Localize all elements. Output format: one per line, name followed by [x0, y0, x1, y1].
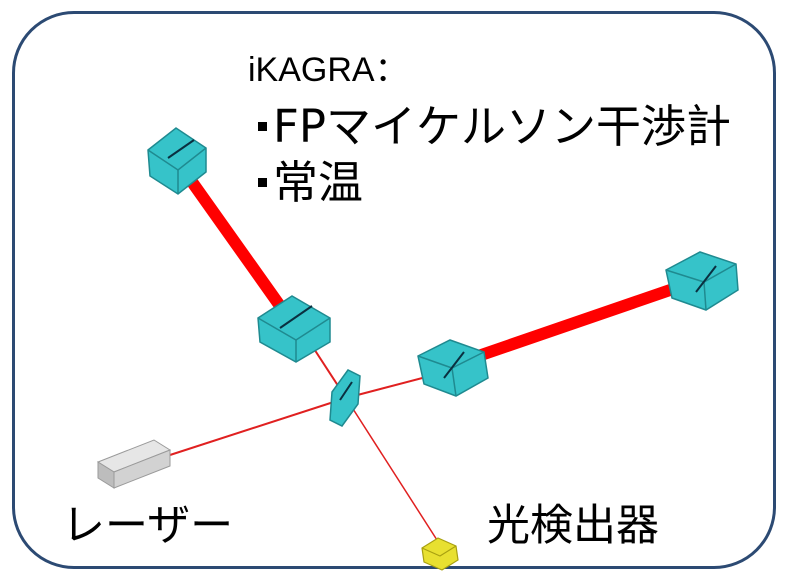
laser-source — [96, 439, 172, 489]
feature-item-temperature: 常温 — [258, 160, 363, 205]
north-far-mirror — [147, 127, 207, 195]
east-near-mirror — [417, 339, 489, 397]
east-input-beam — [345, 375, 431, 399]
bullet-icon — [258, 177, 267, 187]
feature-item-interferometer: FPマイケルソン干渉計 — [258, 104, 731, 149]
detector-beam — [345, 397, 438, 541]
beam-splitter — [329, 369, 361, 427]
bullet-icon — [258, 121, 267, 131]
detector-label: 光検出器 — [487, 501, 659, 551]
east-far-mirror — [665, 251, 739, 311]
north-arm-beam — [174, 159, 296, 326]
laser-label: レーザー — [62, 501, 234, 551]
feature-text: 常温 — [273, 156, 364, 209]
laser-beam — [169, 397, 347, 456]
title: iKAGRA： — [248, 51, 409, 89]
north-near-mirror — [257, 295, 331, 363]
feature-text: FPマイケルソン干渉計 — [273, 100, 732, 153]
photodetector — [421, 537, 459, 571]
east-arm-beam — [449, 272, 711, 370]
